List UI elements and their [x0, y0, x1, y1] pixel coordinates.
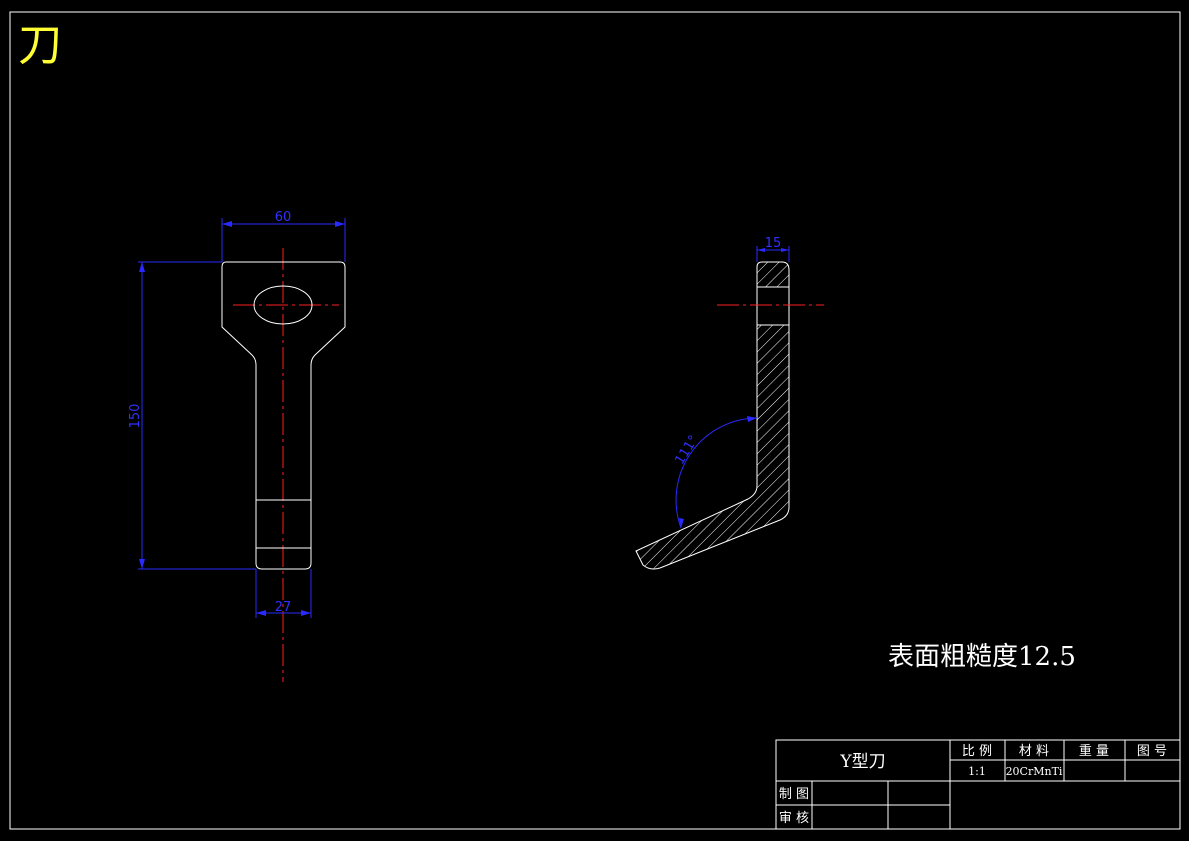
dim-arrow	[139, 262, 145, 272]
part-name: Y型刀	[839, 752, 885, 772]
dim-thickness-label: 15	[765, 236, 782, 251]
dim-arrow	[747, 416, 757, 422]
corner-title: 刀	[18, 20, 62, 71]
sheet-border	[9, 11, 1181, 830]
header-weight: 重 量	[1079, 743, 1109, 759]
blade-front-outline	[221, 261, 346, 570]
header-scale: 比 例	[962, 744, 992, 759]
surface-roughness-note: 表面粗糙度12.5	[888, 642, 1076, 672]
dim-arrow	[757, 248, 765, 252]
dim-height-label: 150	[128, 404, 143, 429]
dim-arrow	[222, 221, 232, 227]
dim-angle-arc	[675, 417, 758, 529]
dim-bottom-width-label: 27	[275, 600, 292, 615]
mounting-hole	[253, 285, 313, 325]
dim-arrow	[256, 610, 266, 616]
section-hatch-top	[757, 262, 789, 287]
blade-side-outline	[635, 261, 790, 570]
section-hatch-body	[636, 325, 789, 569]
dim-arrow	[679, 518, 684, 528]
label-drawn-by: 制 图	[779, 787, 809, 802]
dim-arrow	[781, 248, 789, 252]
title-block	[775, 739, 1181, 830]
value-material: 20CrMnTi	[1006, 765, 1063, 778]
value-scale: 1:1	[968, 765, 986, 778]
front-view: 60 150 27	[128, 210, 346, 682]
dim-arrow	[301, 610, 311, 616]
dim-arrow	[139, 559, 145, 569]
dim-arrow	[335, 221, 345, 227]
label-checked-by: 审 核	[779, 811, 809, 826]
side-view: 15 111°	[635, 236, 824, 570]
header-drawing-number: 图 号	[1137, 744, 1167, 759]
dim-top-width-label: 60	[275, 210, 292, 225]
header-material: 材 料	[1019, 744, 1049, 759]
dim-angle-label: 111°	[672, 433, 701, 468]
